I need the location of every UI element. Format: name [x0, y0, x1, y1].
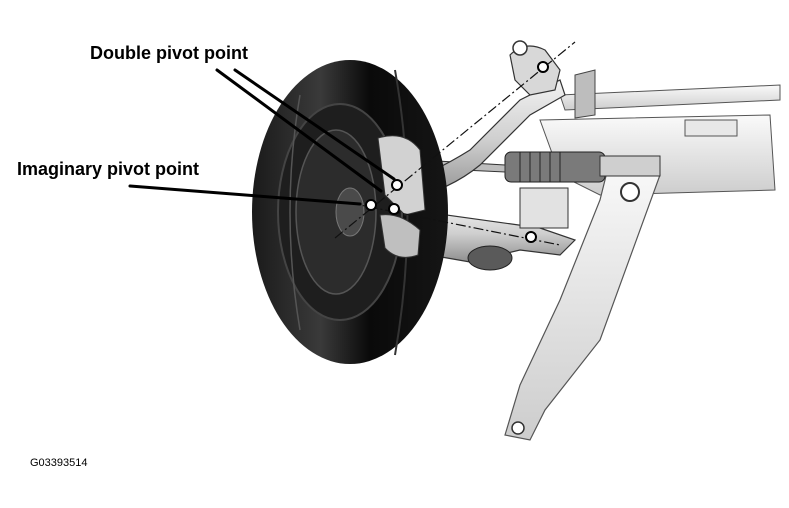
upper-inner-pivot: [537, 61, 549, 73]
axis-lines: [334, 41, 576, 246]
lower-pivot-2: [388, 203, 400, 215]
imaginary-pivot-label: Imaginary pivot point: [17, 159, 200, 179]
upper-outer-pivot: [391, 179, 403, 191]
lower-pivot-1: [365, 199, 377, 211]
subframe: [504, 69, 781, 441]
leader-lines: [128, 68, 396, 206]
leader-double-pivot-2: [233, 68, 396, 181]
leader-imaginary-pivot: [128, 184, 362, 206]
leader-double-pivot-1: [215, 68, 383, 193]
pivot-points: [365, 61, 549, 243]
knuckle-front: [377, 135, 426, 258]
lower-inner-pivot: [525, 231, 537, 243]
double-pivot-label: Double pivot point: [90, 43, 248, 63]
figure-id: G03393514: [30, 457, 88, 469]
